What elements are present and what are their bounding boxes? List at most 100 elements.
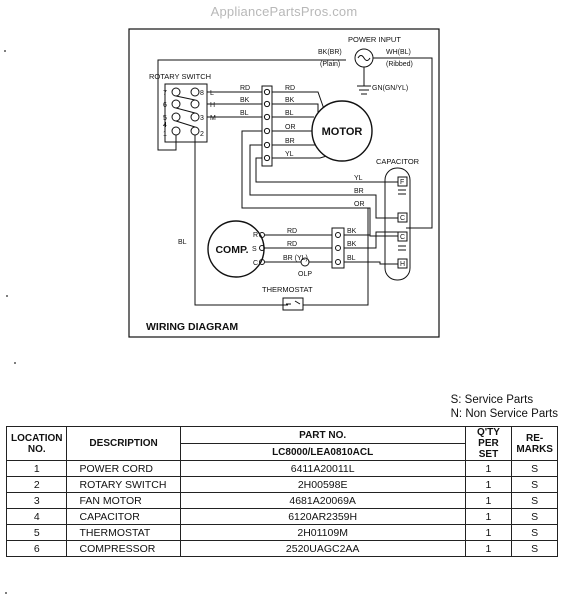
capacitor-terminals xyxy=(397,176,408,269)
motor-wires xyxy=(272,91,331,159)
ground-symbol xyxy=(357,85,371,95)
thermostat-wire xyxy=(303,208,369,306)
rs-term-3: 3 xyxy=(200,115,204,122)
col-part-no: PART NO. xyxy=(179,426,466,444)
wire-label-rd-3: RD xyxy=(287,228,297,235)
capacitor-wires xyxy=(241,130,398,265)
cell-location: 6 xyxy=(5,540,68,557)
table-header-row: LOCATION NO. DESCRIPTION PART NO. Q'TY P… xyxy=(5,426,558,461)
wire-label-rd-1: RD xyxy=(240,85,250,92)
motor-connector-block xyxy=(261,85,273,167)
thermostat-label: THERMOSTAT xyxy=(262,285,313,294)
compressor-label: COMP. xyxy=(215,244,248,256)
rs-term-4: 4 xyxy=(163,122,167,129)
olp-label: OLP xyxy=(298,271,312,278)
compressor-terminals xyxy=(259,232,265,265)
comp-term-c: C xyxy=(253,260,258,267)
parts-table: LOCATION NO. DESCRIPTION PART NO. Q'TY P… xyxy=(5,426,558,557)
cell-location: 1 xyxy=(5,460,68,477)
cell-part-no: 6120AR2359H xyxy=(179,508,466,525)
rs-term-6: 6 xyxy=(163,102,167,109)
cell-description: FAN MOTOR xyxy=(66,492,181,509)
power-wh-bl-label: WH(BL) xyxy=(386,49,411,56)
capacitor-body xyxy=(384,167,411,281)
cap-term-h: H xyxy=(400,261,405,268)
comp-term-s: S xyxy=(252,246,257,253)
compressor-connector-block xyxy=(331,227,345,269)
cell-qty: 1 xyxy=(464,524,513,541)
cell-remarks: S xyxy=(511,524,558,541)
col-description: DESCRIPTION xyxy=(66,426,181,461)
rs-term-8: 8 xyxy=(200,90,204,97)
cell-part-no: 6411A20011L xyxy=(179,460,466,477)
wire-label-br-1: BR xyxy=(285,138,295,145)
table-row: 6 COMPRESSOR 2520UAGC2AA 1 S xyxy=(5,540,558,557)
cell-description: ROTARY SWITCH xyxy=(66,476,181,493)
wire-label-bl-2: BL xyxy=(178,239,187,246)
compressor-wires xyxy=(265,231,398,263)
col-location: LOCATION NO. xyxy=(5,426,68,461)
cap-term-c2: C xyxy=(400,234,405,241)
cell-location: 2 xyxy=(5,476,68,493)
cell-description: CAPACITOR xyxy=(66,508,181,525)
cell-qty: 1 xyxy=(464,460,513,477)
wire-label-br-2: BR xyxy=(354,188,364,195)
rs-term-1: 1 xyxy=(163,131,167,138)
rotary-switch-label: ROTARY SWITCH xyxy=(149,72,211,81)
rs-term-7: 7 xyxy=(163,90,167,97)
cell-description: POWER CORD xyxy=(66,460,181,477)
cell-part-no: 2H00598E xyxy=(179,476,466,493)
col-remarks: RE- MARKS xyxy=(511,426,558,461)
wire-label-bl-4: BL xyxy=(347,255,356,262)
wire-label-rd-2: RD xyxy=(285,85,295,92)
table-row: 5 THERMOSTAT 2H01109M 1 S xyxy=(5,524,558,541)
table-row: 4 CAPACITOR 6120AR2359H 1 S xyxy=(5,508,558,525)
scan-speck xyxy=(4,50,6,52)
rs-pos-h: H xyxy=(210,102,215,109)
table-row: 3 FAN MOTOR 4681A20069A 1 S xyxy=(5,492,558,509)
cell-qty: 1 xyxy=(464,508,513,525)
cell-description: COMPRESSOR xyxy=(66,540,181,557)
wire-label-bk-4: BK xyxy=(347,241,357,248)
watermark: AppliancePartsPros.com xyxy=(210,4,358,19)
parts-legend: S: Service Parts N: Non Service Parts xyxy=(451,393,558,421)
scan-speck xyxy=(14,362,16,364)
wire-label-yl-2: YL xyxy=(354,175,363,182)
wire-label-bl-3: BL xyxy=(285,110,294,117)
power-plain-label: (Plain) xyxy=(320,61,340,68)
wire-label-br-yl: BR (YL) xyxy=(283,255,308,262)
cell-description: THERMOSTAT xyxy=(66,524,181,541)
wire-label-bk-1: BK xyxy=(240,97,250,104)
power-bk-br-label: BK(BR) xyxy=(318,49,342,56)
comp-term-r: R xyxy=(253,232,258,239)
cell-part-no: 4681A20069A xyxy=(179,492,466,509)
cell-location: 5 xyxy=(5,524,68,541)
wiring-diagram: WIRING DIAGRAM ROTARY SWITCH 7 6 5 4 1 8… xyxy=(128,28,440,338)
col-model: LC8000/LEA0810ACL xyxy=(179,443,466,461)
ground-label: GN(GN/YL) xyxy=(372,85,408,92)
motor-label: MOTOR xyxy=(322,126,363,138)
ac-wave xyxy=(357,55,371,61)
cell-location: 3 xyxy=(5,492,68,509)
power-wires xyxy=(363,57,433,229)
rotary-switch-box xyxy=(164,83,208,143)
cap-term-c1: C xyxy=(400,215,405,222)
cell-qty: 1 xyxy=(464,540,513,557)
cell-remarks: S xyxy=(511,492,558,509)
diagram-title: WIRING DIAGRAM xyxy=(146,321,238,333)
cell-part-no: 2H01109M xyxy=(179,524,466,541)
cell-remarks: S xyxy=(511,540,558,557)
wire-label-bl-1: BL xyxy=(240,110,249,117)
wire-label-or-1: OR xyxy=(285,124,296,131)
cell-part-no: 2520UAGC2AA xyxy=(179,540,466,557)
power-ribbed-label: (Ribbed) xyxy=(386,61,413,68)
table-row: 1 POWER CORD 6411A20011L 1 S xyxy=(5,460,558,477)
col-qty: Q'TY PER SET xyxy=(464,426,513,461)
motor xyxy=(311,100,373,162)
scan-speck xyxy=(5,592,7,594)
wire-label-bk-3: BK xyxy=(347,228,357,235)
cell-remarks: S xyxy=(511,476,558,493)
capacitor-label: CAPACITOR xyxy=(376,157,420,166)
wire-label-yl-1: YL xyxy=(285,151,294,158)
cell-remarks: S xyxy=(511,460,558,477)
